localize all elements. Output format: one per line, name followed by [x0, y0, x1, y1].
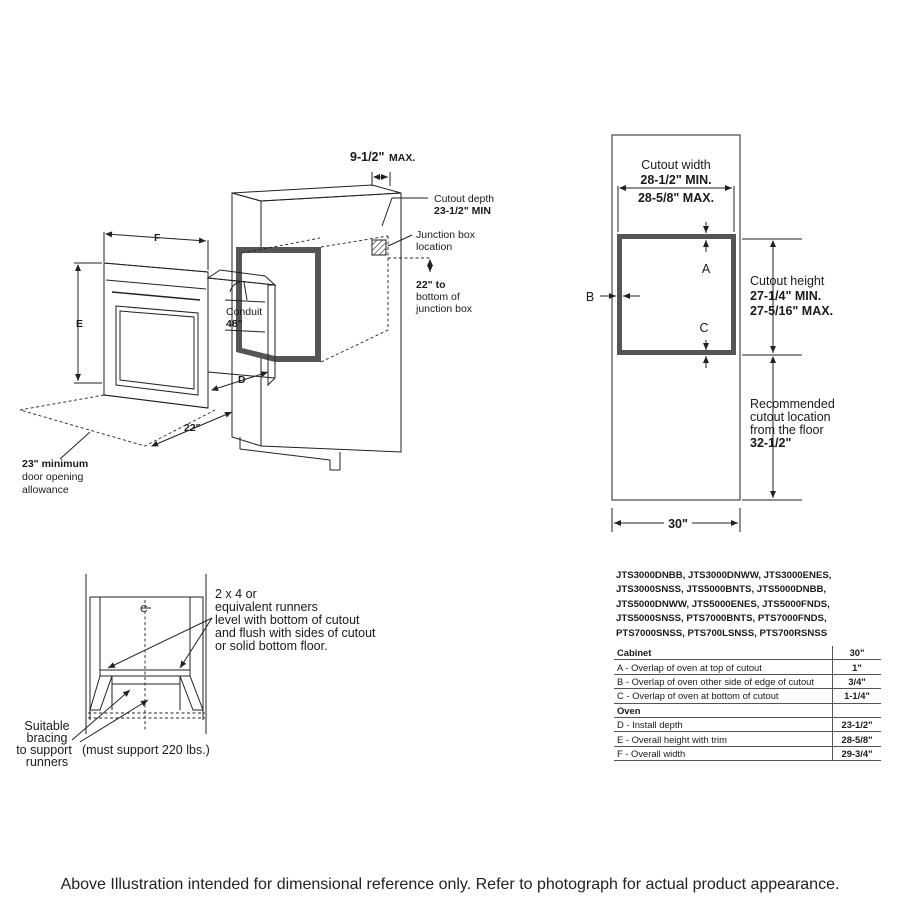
runner-view-labels: C 2 x 4 or equivalent runners level with… [16, 587, 376, 769]
door-line2: door opening [22, 471, 83, 483]
cabinet-value: 30" [832, 646, 881, 661]
height-min: 27-1/4" MIN. [750, 289, 821, 303]
disclaimer-footer: Above Illustration intended for dimensio… [60, 876, 840, 893]
table-row: C - Overlap of oven at bottom of cutout … [614, 688, 881, 704]
cabinet [231, 184, 402, 471]
width-max: 28-5/8" MAX. [638, 191, 714, 205]
spec-table: Cabinet 30" A - Overlap of oven at top o… [614, 646, 881, 762]
rec-value: 32-1/2" [750, 436, 791, 450]
dim-9-5: 9-1/2" [350, 150, 384, 164]
dim-9-5-suffix: MAX. [389, 152, 415, 164]
conduit-value: 48" [226, 318, 243, 330]
junction-height-line3: junction box [415, 303, 473, 315]
row-label: D - Install depth [614, 717, 833, 733]
bracing-line4: runners [26, 755, 68, 769]
row-label: F - Overall width [614, 746, 833, 762]
width-min: 28-1/2" MIN. [640, 173, 711, 187]
row-value: 29-3/4" [832, 746, 881, 762]
door-line1: 23" minimum [22, 458, 88, 470]
junction-line1: Junction box [416, 229, 476, 241]
row-label: B - Overlap of oven other side of edge o… [614, 674, 833, 690]
table-row: E - Overall height with trim 28-5/8" [614, 731, 881, 747]
model-list: JTS3000DNBB, JTS3000DNWW, JTS3000ENES, J… [616, 569, 886, 641]
bracing-line1: Suitable [24, 719, 69, 733]
model-line: JTS5000SNSS, PTS7000BNTS, PTS7000FNDS, [616, 613, 827, 625]
model-line: JTS5000DNWW, JTS5000ENES, JTS5000FNDS, [616, 598, 830, 610]
junction-height-line1: 22" to [416, 279, 446, 291]
model-line: JTS3000DNBB, JTS3000DNWW, JTS3000ENES, [616, 570, 832, 581]
row-value: 1-1/4" [832, 688, 881, 704]
conduit-label: Conduit [226, 306, 262, 318]
door-allowance [19, 394, 216, 447]
oven-view-labels: 9-1/2" MAX. Cutout depth 23-1/2" MIN Jun… [22, 150, 494, 496]
oven-cabinet-view [19, 172, 433, 471]
oven-front [103, 262, 209, 409]
runner-detail-view [71, 574, 213, 743]
rec-line2: cutout location [750, 410, 831, 424]
junction-height-line2: bottom of [416, 291, 460, 303]
table-row: A - Overlap of oven at top of cutout 1" [614, 659, 881, 675]
runner-line3: level with bottom of cutout [215, 613, 360, 627]
oven-header: Oven [614, 703, 833, 718]
label-e: E [76, 318, 83, 330]
rec-line1: Recommended [750, 397, 835, 411]
runner-line5: or solid bottom floor. [215, 639, 328, 653]
row-value: 23-1/2" [832, 717, 881, 733]
width-label: Cutout width [641, 158, 711, 172]
runner-line1: 2 x 4 or [215, 587, 257, 601]
cutout-depth-label: Cutout depth [434, 193, 494, 205]
table-row: Cabinet 30" [614, 646, 881, 661]
door-line3: allowance [22, 484, 69, 496]
rec-line3: from the floor [750, 423, 824, 437]
row-label: C - Overlap of oven at bottom of cutout [614, 688, 833, 704]
label-b: B [586, 290, 594, 304]
bracing-line3: to support [16, 743, 72, 757]
cabinet-header: Cabinet [614, 646, 833, 661]
row-label: E - Overall height with trim [614, 731, 833, 747]
table-row: D - Install depth 23-1/2" [614, 717, 881, 733]
label-f: F [154, 232, 161, 244]
support-note: (must support 220 lbs.) [82, 743, 210, 757]
table-row: B - Overlap of oven other side of edge o… [614, 674, 881, 690]
cutout-depth-value: 23-1/2" MIN [434, 205, 491, 217]
model-line: PTS7000SNSS, PTS700LSNSS, PTS700RSNSS [616, 627, 828, 639]
cabinet-width: 30" [668, 517, 688, 531]
junction-box [371, 239, 387, 256]
row-value: 3/4" [832, 674, 881, 690]
bracing-line2: bracing [27, 731, 68, 745]
runner-line4: and flush with sides of cutout [215, 626, 376, 640]
runner-line2: equivalent runners [215, 600, 318, 614]
oven-header-value [832, 703, 881, 718]
junction-line2: location [416, 241, 452, 253]
model-line: JTS3000SNSS, JTS5000BNTS, JTS5000DNBB, [616, 584, 827, 596]
cutout-view-labels: Cutout width 28-1/2" MIN. 28-5/8" MAX. A… [586, 158, 835, 531]
height-label: Cutout height [750, 274, 825, 288]
row-label: A - Overlap of oven at top of cutout [614, 659, 833, 675]
label-a: A [702, 262, 711, 276]
row-value: 28-5/8" [832, 731, 881, 747]
cutout-front-view [600, 134, 802, 532]
table-row: Oven [614, 703, 881, 718]
row-value: 1" [832, 659, 881, 675]
centerline-label: C [140, 603, 148, 615]
oven-body [206, 269, 277, 387]
dim-22: 22" [184, 422, 201, 434]
label-c: C [699, 321, 708, 335]
label-d: D [238, 374, 246, 386]
cutout-opening [236, 235, 389, 363]
height-max: 27-5/16" MAX. [750, 304, 833, 318]
table-row: F - Overall width 29-3/4" [614, 746, 881, 762]
